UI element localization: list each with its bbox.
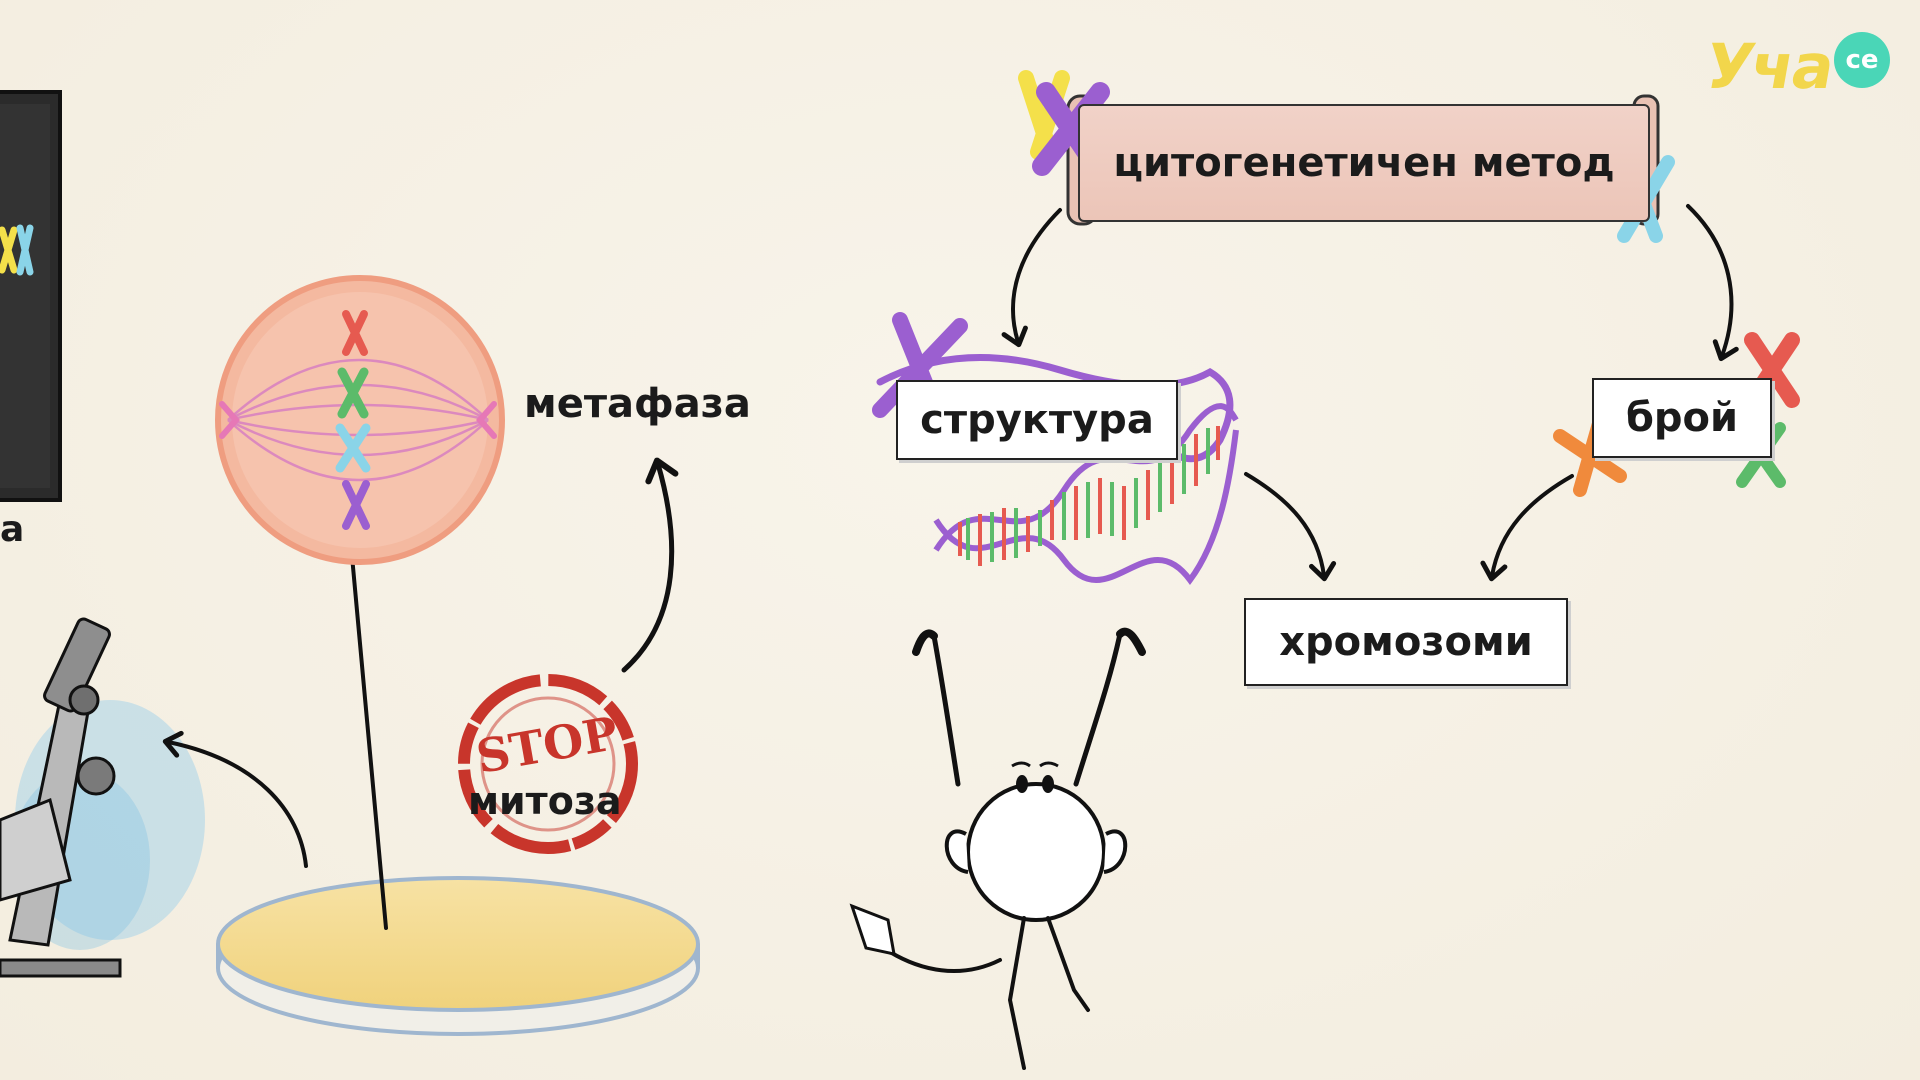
cell-icon	[215, 275, 505, 565]
metaphase-label: метафаза	[524, 381, 751, 427]
chromosomes-box: хромозоми	[1244, 598, 1568, 686]
monitor-icon	[0, 90, 62, 502]
method-title: цитогенетичен метод	[1113, 140, 1615, 186]
count-box: брой	[1592, 378, 1772, 458]
stop-stamp-icon	[458, 674, 638, 854]
count-label: брой	[1625, 395, 1739, 441]
character-icon	[849, 627, 1146, 1070]
petri-dish-icon	[216, 876, 700, 1036]
logo-text: Уча	[1699, 30, 1839, 103]
microscope-icon	[0, 617, 205, 978]
method-scroll: цитогенетичен метод	[1078, 104, 1650, 222]
monitor-partial-label: а	[0, 509, 25, 550]
brand-logo: Уча се	[1699, 30, 1890, 103]
structure-box: структура	[896, 380, 1178, 460]
mitosis-label: митоза	[468, 779, 622, 823]
structure-label: структура	[920, 397, 1154, 443]
logo-badge: се	[1834, 31, 1890, 88]
chromosomes-label: хромозоми	[1279, 619, 1533, 665]
